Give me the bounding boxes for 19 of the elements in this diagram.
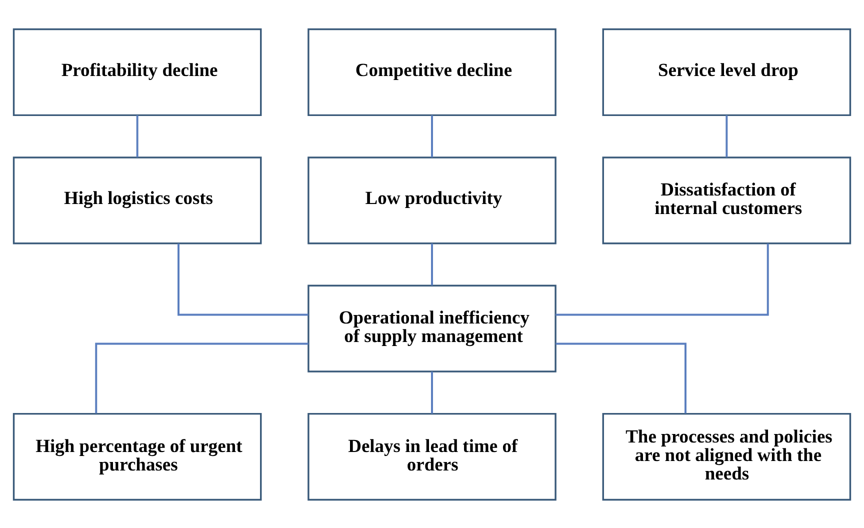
connector <box>178 243 308 316</box>
node-box: Competitive decline <box>308 28 556 116</box>
node-box: The processes and policies are not aligned with the needs <box>602 412 852 500</box>
node-box: Operational inefficiency of supply management <box>308 284 556 372</box>
connector <box>726 114 728 157</box>
connector <box>556 243 769 316</box>
node-box: High logistics costs <box>12 156 262 244</box>
connector <box>431 371 433 414</box>
connector <box>136 114 138 157</box>
node-box: Delays in lead time of orders <box>308 412 556 500</box>
node-box: Profitability decline <box>12 28 262 116</box>
node-box: Service level drop <box>602 28 852 116</box>
connector <box>431 114 433 157</box>
node-box: Low productivity <box>308 156 556 244</box>
node-box: Dissatisfaction of internal customers <box>602 156 852 244</box>
connector <box>95 342 308 413</box>
connector <box>431 242 433 285</box>
connector <box>556 342 686 413</box>
node-box: High percentage of urgent purchases <box>12 412 262 500</box>
